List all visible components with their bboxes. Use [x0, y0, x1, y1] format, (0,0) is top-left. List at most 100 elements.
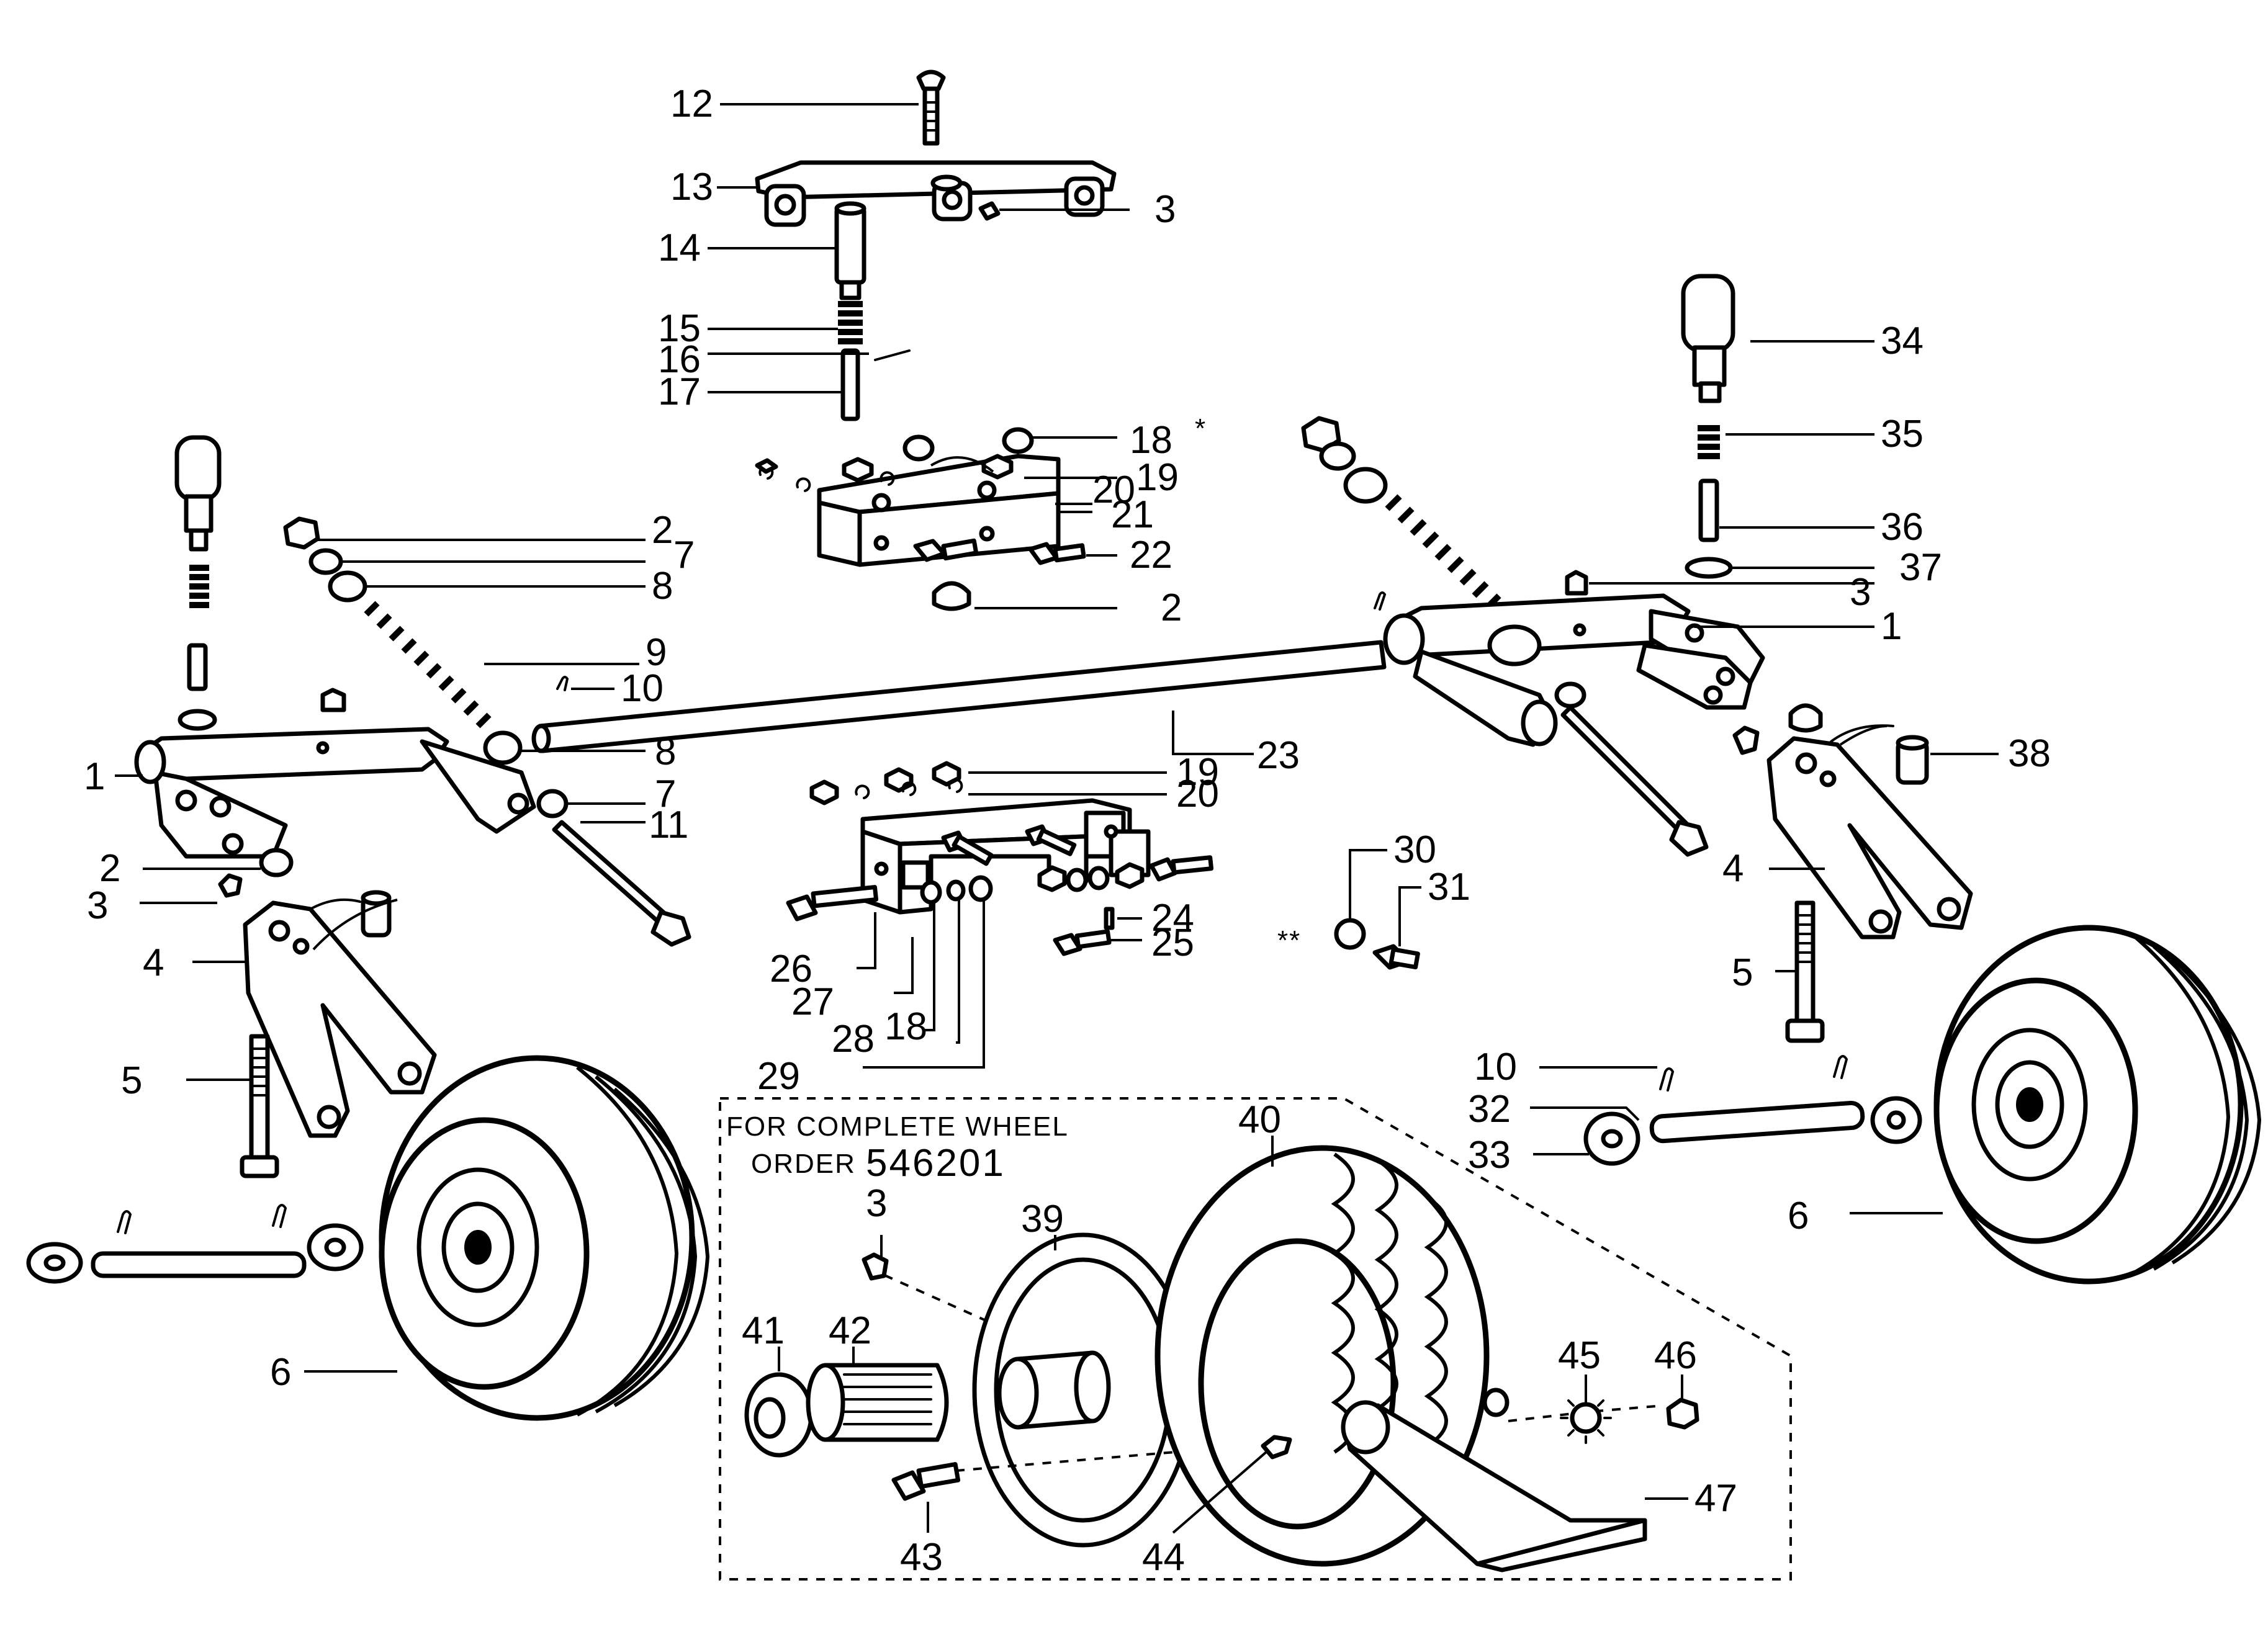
right-nut-washer-stack: [1301, 416, 1388, 504]
hardware-19-20-lower: [809, 761, 963, 805]
wheel-6-left: [379, 1055, 710, 1421]
cap-nut-2: [932, 581, 971, 611]
hardware-right-block: [941, 824, 1214, 892]
label-28: 28: [832, 1018, 875, 1061]
bracket-13: [755, 160, 1117, 227]
label-20: 20: [1176, 773, 1219, 815]
label-4: 4: [143, 941, 164, 984]
bolt-25: [1053, 929, 1112, 956]
label-10: 10: [1474, 1046, 1517, 1088]
label-43: 43: [900, 1536, 943, 1579]
pin-24: [1104, 907, 1115, 930]
label-42: 42: [829, 1309, 871, 1352]
label-15: 15: [658, 307, 701, 350]
label-14: 14: [658, 226, 701, 269]
plunger-36: [1698, 478, 1719, 542]
label-24: 24: [1151, 897, 1194, 940]
complete-wheel-note: FOR COMPLETE WHEEL ORDER 546201: [726, 1111, 1069, 1185]
bolt-43: [891, 1462, 961, 1501]
bushing-38: [1896, 735, 1929, 785]
label-34: 34: [1881, 320, 1924, 362]
label-1: 1: [1881, 605, 1902, 648]
label-46: 46: [1654, 1334, 1697, 1377]
set-screw-3-top: [978, 201, 1001, 221]
nut-46: [1666, 1397, 1699, 1430]
label-8: 8: [655, 730, 676, 773]
bolt-26: [786, 885, 879, 922]
label-19: 19: [1136, 456, 1179, 499]
label-33: 33: [1468, 1134, 1511, 1177]
yoke-4-left: [243, 898, 437, 1138]
label-36: 36: [1881, 506, 1924, 549]
grease-right-yoke: [1732, 725, 1760, 755]
knob-left: [174, 435, 222, 731]
label-19: 19: [1176, 751, 1219, 794]
note-order-prefix: ORDER: [751, 1149, 856, 1179]
label-7: 7: [655, 773, 676, 815]
bolt-22: [913, 538, 1086, 565]
wheel-6-right: [1933, 925, 2262, 1285]
axle-left: [26, 1204, 364, 1284]
washer-30: [1334, 918, 1366, 950]
label-29: 29: [757, 1055, 800, 1098]
label-1: 1: [84, 755, 105, 798]
label-5: 5: [121, 1059, 142, 1102]
grease-3-kit: [862, 1252, 889, 1281]
bushing-left: [361, 890, 392, 938]
label-12: 12: [670, 83, 713, 125]
label-32: 32: [1468, 1088, 1511, 1131]
axle-right: [1583, 1055, 1922, 1166]
label-3: 3: [1850, 571, 1871, 614]
label-10: 10: [621, 667, 664, 710]
washer-37: [1685, 557, 1733, 579]
label-18: 18: [884, 1005, 927, 1048]
arm-1-right: [1383, 593, 1765, 747]
label-47: 47: [1694, 1477, 1737, 1520]
bolt-11: [552, 820, 691, 947]
label-23: 23: [1257, 734, 1300, 777]
bolt-5-left: [240, 1034, 279, 1178]
pin-16: [874, 349, 911, 361]
label-44: 44: [1142, 1536, 1185, 1579]
plunger-17: [840, 348, 860, 421]
bolt-right-long: [1560, 705, 1709, 857]
label-5: 5: [1732, 951, 1753, 994]
washer-7-left: [536, 789, 569, 818]
lockwasher-45: [1560, 1392, 1612, 1444]
valve-44: [1261, 1435, 1292, 1460]
label-3: 3: [1154, 188, 1176, 231]
label-37: 37: [1899, 546, 1942, 589]
label-25: 25: [1151, 922, 1194, 964]
label-18: 18: [1130, 419, 1172, 462]
hardware-18-19-20-top: [755, 427, 1034, 492]
label-7: 7: [673, 534, 695, 576]
label-18-star: *: [1195, 413, 1207, 444]
note-order-number: 546201: [866, 1142, 1006, 1185]
wheel-kit-boundary: [719, 1097, 1792, 1581]
cotter-pin-10-left: [556, 676, 569, 691]
label-11: 11: [649, 804, 688, 846]
label-3: 3: [866, 1182, 887, 1225]
label-31: 31: [1428, 866, 1470, 908]
cap-nut-right: [1788, 703, 1823, 733]
label-21: 21: [1111, 493, 1154, 536]
note-line-1: FOR COMPLETE WHEEL: [726, 1111, 1069, 1142]
leader-lines: [115, 103, 1999, 1534]
label-40: 40: [1238, 1098, 1281, 1141]
grease-3-right: [1565, 570, 1588, 596]
label-17: 17: [658, 370, 701, 413]
label-6: 6: [270, 1351, 291, 1394]
label-35: 35: [1881, 413, 1924, 455]
part-labels: 12 13 3 14 15 16 17 18 * 19 20 21 22 2 2…: [84, 83, 2051, 1579]
label-39: 39: [1021, 1198, 1064, 1240]
label-25-star: **: [1277, 925, 1301, 956]
bearing-42: [806, 1363, 949, 1442]
grease-3-left: [218, 873, 243, 898]
label-16: 16: [658, 338, 701, 381]
label-45: 45: [1558, 1334, 1601, 1377]
washer-right-arm: [1554, 681, 1586, 709]
washers-28-18-29: [920, 875, 993, 905]
wing-bolt-12: [916, 70, 946, 146]
label-30: 30: [1393, 828, 1436, 871]
